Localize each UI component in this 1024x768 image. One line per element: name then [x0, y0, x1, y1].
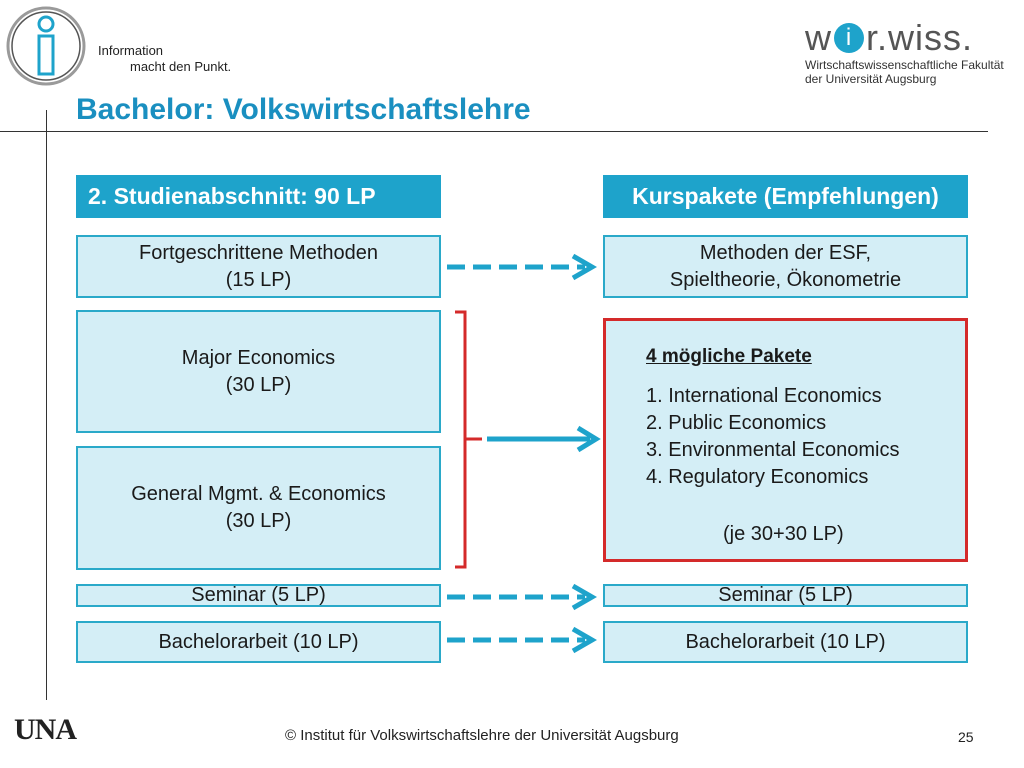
solid-arrow-icon [487, 425, 601, 453]
package-item: 4. Regulatory Economics [646, 466, 869, 488]
copyright-text: © Institut für Volkswirtschaftslehre der… [285, 727, 679, 744]
box-major-economics: Major Economics (30 LP) [76, 310, 441, 433]
brand-sub-2: der Universität Augsburg [805, 72, 937, 86]
tagline-line-2: macht den Punkt. [130, 59, 232, 74]
box-general-mgmt-line2: (30 LP) [225, 510, 292, 532]
dashed-arrow-icon [447, 626, 597, 654]
brand-sub-1: Wirtschaftswissenschaftliche Fakultät [805, 58, 1004, 72]
box-methods-esf: Methoden der ESF, Spieltheorie, Ökonomet… [603, 235, 968, 298]
info-logo-icon [4, 4, 88, 88]
box-major-economics-line1: Major Economics [181, 346, 336, 369]
title-divider [0, 131, 988, 132]
box-packages: 4 mögliche Pakete 1. International Econo… [603, 318, 968, 562]
wordmark-i: i [834, 23, 864, 53]
brand-logo: w i r.wiss. Wirtschaftswissenschaftliche… [805, 18, 1015, 87]
box-general-mgmt-line1: General Mgmt. & Economics [131, 483, 386, 505]
packages-list: 1. International Economics 2. Public Eco… [646, 383, 899, 491]
box-methods-esf-line2: Spieltheorie, Ökonometrie [669, 268, 902, 291]
packages-title: 4 mögliche Pakete [646, 346, 812, 367]
packages-note: (je 30+30 LP) [723, 523, 844, 545]
package-item: 2. Public Economics [646, 412, 827, 434]
box-advanced-methods-line2: (15 LP) [225, 268, 292, 291]
box-major-economics-line2: (30 LP) [225, 373, 292, 396]
left-vertical-rule [46, 110, 47, 700]
box-seminar-left-label: Seminar (5 LP) [191, 584, 326, 606]
box-advanced-methods-line1: Fortgeschrittene Methoden [138, 241, 379, 264]
brand-subtitle: Wirtschaftswissenschaftliche Fakultät de… [805, 58, 1015, 86]
box-general-mgmt: General Mgmt. & Economics (30 LP) [76, 446, 441, 570]
wordmark-start: w [805, 17, 832, 58]
box-methods-esf-line1: Methoden der ESF, [699, 241, 872, 264]
tagline: Information macht den Punkt. [98, 43, 231, 75]
box-thesis-left-label: Bachelorarbeit (10 LP) [158, 630, 359, 653]
wordmark-end: r.wiss. [866, 17, 974, 58]
package-item: 1. International Economics [646, 385, 882, 407]
dashed-arrow-icon [447, 583, 597, 611]
package-item: 3. Environmental Economics [646, 439, 900, 461]
university-logo: UNA [14, 713, 77, 746]
brand-wordmark: w i r.wiss. [805, 18, 1015, 58]
tagline-line-1: Information [98, 43, 164, 58]
bracket-icon [455, 310, 482, 569]
box-seminar-right: Seminar (5 LP) [603, 584, 968, 607]
right-header: Kurspakete (Empfehlungen) [603, 175, 968, 218]
left-header: 2. Studienabschnitt: 90 LP [76, 175, 441, 218]
dashed-arrow-icon [447, 253, 597, 281]
box-advanced-methods: Fortgeschrittene Methoden (15 LP) [76, 235, 441, 298]
box-seminar-left: Seminar (5 LP) [76, 584, 441, 607]
page-title: Bachelor: Volkswirtschaftslehre [76, 93, 531, 126]
box-thesis-right: Bachelorarbeit (10 LP) [603, 621, 968, 663]
page-number: 25 [958, 729, 974, 745]
box-thesis-right-label: Bachelorarbeit (10 LP) [685, 630, 886, 653]
box-seminar-right-label: Seminar (5 LP) [718, 584, 853, 606]
box-thesis-left: Bachelorarbeit (10 LP) [76, 621, 441, 663]
